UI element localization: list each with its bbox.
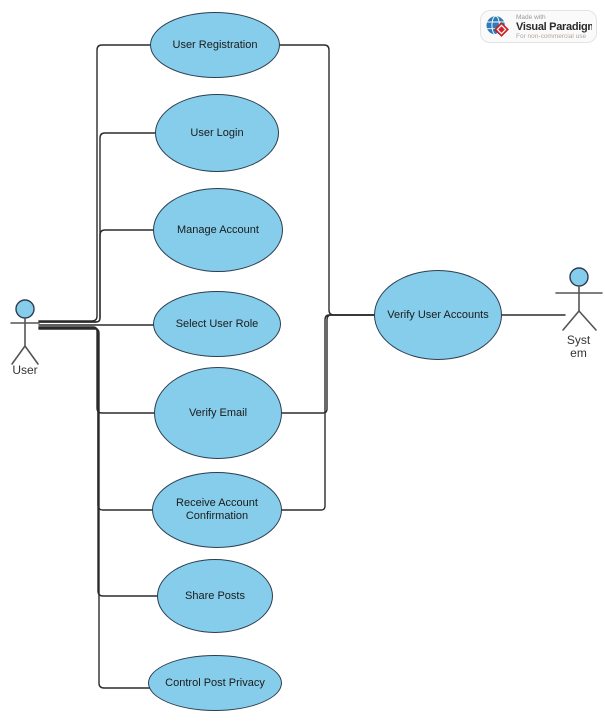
usecase-label: User Login (190, 126, 244, 139)
badge-license-text: For non-commercial use (516, 32, 587, 40)
usecase-receive-account-confirmation[interactable]: Receive Account Confirmation (152, 472, 282, 548)
usecase-label: Verify User Accounts (387, 308, 489, 321)
usecase-share-posts[interactable]: Share Posts (157, 559, 273, 633)
usecase-select-user-role[interactable]: Select User Role (153, 291, 281, 357)
system-actor-label: Syst em (566, 333, 591, 360)
usecase-label: User Registration (172, 38, 258, 51)
usecase-manage-account[interactable]: Manage Account (153, 188, 283, 272)
system-actor-head (569, 267, 589, 287)
usecase-control-post-privacy[interactable]: Control Post Privacy (148, 655, 282, 711)
usecase-label: Manage Account (177, 223, 259, 236)
usecase-user-registration[interactable]: User Registration (150, 12, 280, 78)
usecase-label: Select User Role (175, 317, 259, 330)
usecase-user-login[interactable]: User Login (155, 94, 279, 172)
user-actor-head (15, 299, 35, 319)
association-receive-account-confirmation (38, 327, 154, 511)
system-actor[interactable] (555, 267, 603, 331)
association-control-post-privacy (38, 328, 151, 689)
usecase-label: Control Post Privacy (165, 676, 265, 689)
user-actor[interactable] (10, 299, 40, 365)
association-verify-email (38, 326, 157, 414)
badge-brand-text: Visual Paradigm (516, 20, 592, 33)
badge-made-with-text: Made with (516, 13, 546, 21)
association-share-posts (38, 327, 159, 597)
usecase-label: Verify Email (188, 406, 248, 419)
visual-paradigm-badge[interactable]: Made with Visual Paradigm For non-commer… (480, 10, 597, 43)
association-verify-email-verify-accounts (280, 314, 377, 414)
association-confirmation-verify-accounts (280, 314, 377, 511)
user-actor-label: User (12, 363, 38, 377)
association-registration-verify-accounts (278, 44, 377, 316)
usecase-verify-user-accounts[interactable]: Verify User Accounts (374, 270, 502, 360)
association-user-registration (38, 44, 152, 322)
usecase-verify-email[interactable]: Verify Email (154, 367, 282, 459)
usecase-label: Receive Account Confirmation (176, 497, 258, 522)
usecase-label: Share Posts (185, 589, 245, 602)
association-manage-account (38, 229, 155, 323)
visual-paradigm-logo-icon (486, 15, 509, 37)
